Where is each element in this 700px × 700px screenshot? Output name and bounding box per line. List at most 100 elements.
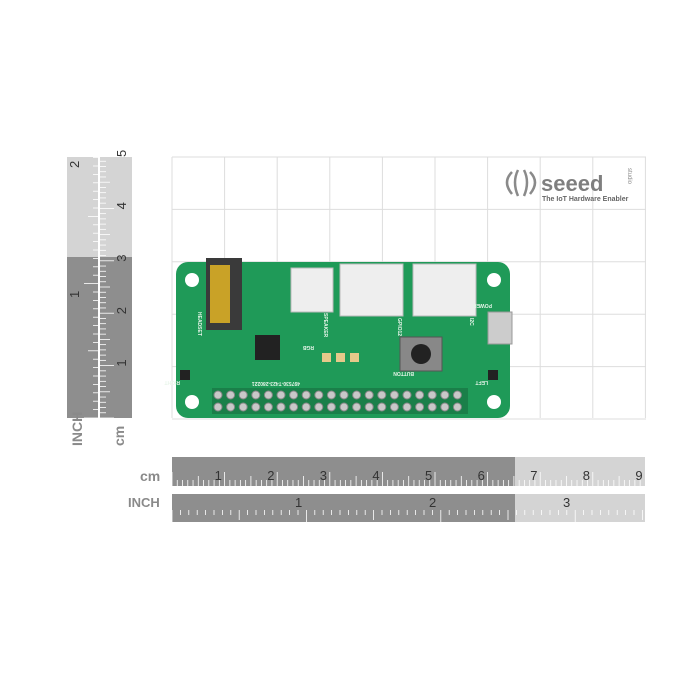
- horizontal-inch-label: INCH: [128, 495, 160, 510]
- header-pin: [314, 390, 324, 400]
- header-pin: [339, 390, 349, 400]
- header-pin: [402, 390, 412, 400]
- header-pin: [251, 390, 261, 400]
- label-rgb: RGB: [303, 344, 315, 350]
- left-mic: [488, 370, 498, 380]
- tick-label: 9: [635, 468, 642, 483]
- label-speaker: SPEAKER: [322, 313, 328, 338]
- seeed-logo: seeed studio The IoT Hardware Enabler: [505, 168, 632, 203]
- header-pin: [301, 390, 311, 400]
- header-pin: [364, 402, 374, 412]
- header-pin: [289, 402, 299, 412]
- header-pin: [352, 390, 362, 400]
- vertical-inch-label: INCH: [69, 412, 85, 446]
- header-pin: [326, 390, 336, 400]
- header-pin: [301, 402, 311, 412]
- tick-label: 1: [295, 495, 302, 510]
- header-pin: [251, 402, 261, 412]
- rgb-led: [350, 353, 359, 362]
- tick-label: 2: [429, 495, 436, 510]
- tick-label: 1: [114, 359, 129, 366]
- pcb-board: HEADSET SPEAKER GPIO12 I2C POWER BUTTON …: [164, 258, 513, 418]
- header-pin: [276, 390, 286, 400]
- logo-brand: seeed: [541, 171, 603, 196]
- rgb-led: [336, 353, 345, 362]
- header-pin: [377, 390, 387, 400]
- gpio12-connector: [339, 263, 404, 317]
- header-pin: [213, 402, 223, 412]
- header-pin: [452, 402, 462, 412]
- header-pin: [226, 402, 236, 412]
- header-pin: [427, 390, 437, 400]
- header-pin: [314, 402, 324, 412]
- label-button: BUTTON: [393, 370, 414, 376]
- header-pin: [440, 390, 450, 400]
- mount-hole: [487, 395, 501, 409]
- header-pin: [263, 390, 273, 400]
- header-pin: [364, 390, 374, 400]
- header-pin: [402, 402, 412, 412]
- label-right: RIGHT: [164, 379, 180, 385]
- header-pin: [276, 402, 286, 412]
- header-pin: [238, 390, 248, 400]
- tick-label: 3: [563, 495, 570, 510]
- rgb-led: [322, 353, 331, 362]
- tick-label: 2: [267, 468, 274, 483]
- vertical-cm-ruler: 1 2 3 4 5: [100, 150, 132, 419]
- right-mic: [180, 370, 190, 380]
- mount-hole: [487, 273, 501, 287]
- tick-label: 3: [114, 255, 129, 262]
- micro-usb-power-port: [487, 311, 513, 345]
- tick-label: 4: [372, 468, 379, 483]
- horizontal-cm-ruler: 1 2 3 4 5 6 7 8 9: [171, 457, 646, 486]
- tick-label: 7: [530, 468, 537, 483]
- horizontal-cm-label: cm: [140, 468, 160, 484]
- speaker-connector: [290, 267, 334, 313]
- header-pin: [326, 402, 336, 412]
- tick-label: 1: [67, 291, 82, 298]
- header-pin: [377, 402, 387, 412]
- logo-sub: studio: [626, 168, 632, 185]
- tick-label: 5: [425, 468, 432, 483]
- header-pin: [352, 402, 362, 412]
- label-left: LEFT: [476, 379, 489, 385]
- user-button[interactable]: [399, 336, 443, 372]
- mount-hole: [185, 273, 199, 287]
- tick-label: 4: [114, 202, 129, 209]
- header-pin: [263, 402, 273, 412]
- horizontal-inch-ruler: 1 2 3: [171, 494, 645, 524]
- header-pin: [226, 390, 236, 400]
- tick-label: 2: [67, 161, 82, 168]
- mount-hole: [185, 395, 199, 409]
- header-pin: [213, 390, 223, 400]
- logo-mark-icon: [505, 169, 537, 197]
- header-pin: [440, 402, 450, 412]
- header-pin: [427, 402, 437, 412]
- i2c-connector: [412, 263, 477, 317]
- codec-chip: [255, 335, 280, 360]
- tick-label: 5: [114, 150, 129, 157]
- vertical-inch-ruler: 2 1: [67, 148, 98, 419]
- tick-label: 8: [583, 468, 590, 483]
- label-i2c: I2C: [468, 318, 474, 326]
- header-pin: [389, 402, 399, 412]
- label-power: POWER: [473, 302, 492, 308]
- header-pin: [415, 402, 425, 412]
- tick-label: 3: [320, 468, 327, 483]
- tick-label: 2: [114, 307, 129, 314]
- tick-label: 1: [215, 468, 222, 483]
- tick-label: 6: [478, 468, 485, 483]
- header-pin: [452, 390, 462, 400]
- header-pin: [238, 402, 248, 412]
- header-pin: [289, 390, 299, 400]
- label-headset: HEADSET: [196, 312, 202, 336]
- label-part-number: 497530-T423-280221: [252, 380, 300, 386]
- header-pin: [389, 390, 399, 400]
- header-pin: [415, 390, 425, 400]
- label-gpio12: GPIO12: [396, 318, 402, 336]
- vertical-cm-label: cm: [111, 426, 127, 446]
- header-pin: [339, 402, 349, 412]
- logo-tagline: The IoT Hardware Enabler: [542, 196, 629, 203]
